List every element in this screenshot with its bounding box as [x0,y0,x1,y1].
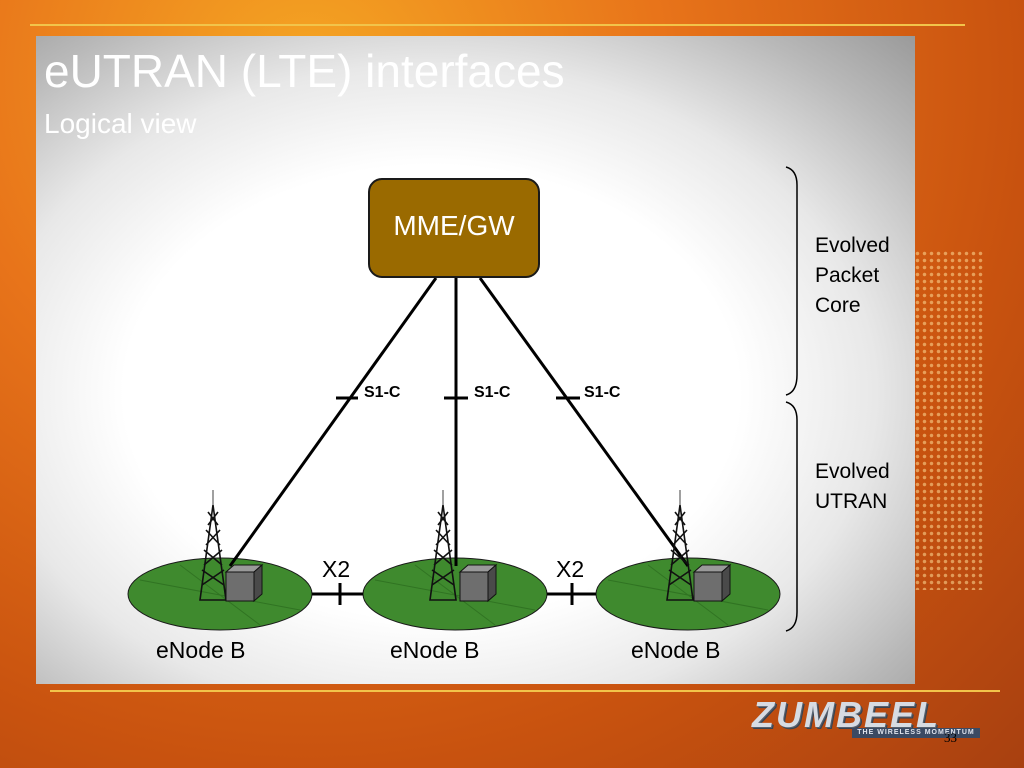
top-accent-line [30,24,965,26]
s1-label-3: S1-C [584,384,621,401]
base-station-box-1 [224,563,264,603]
label-line: UTRAN [815,490,888,513]
x2-label-2: X2 [556,556,585,582]
s1-label-2: S1-C [474,384,511,401]
s1-link-1 [228,277,438,567]
company-logo: ZUMBEEL THE WIRELESS MOMENTUM [752,694,982,740]
s1-label-1: S1-C [364,384,401,401]
label-evolved-packet-core: Evolved Packet Core [815,231,890,321]
bottom-accent-line [50,690,1000,692]
base-station-box-2 [458,563,498,603]
mme-gw-node: MME/GW [368,178,540,278]
slide-subtitle: Logical view [44,108,197,139]
label-line: Evolved [815,234,890,257]
decorative-dot-pattern [914,250,984,590]
s1-link-3 [478,277,690,567]
label-line: Core [815,294,861,317]
tower-icon-2 [429,490,457,601]
bracket-evolved-utran [785,401,798,632]
label-line: Evolved [815,460,890,483]
enode-label-3: eNode B [631,637,721,663]
tower-icon-1 [199,490,227,601]
enode-label-1: eNode B [156,637,246,663]
bracket-evolved-packet-core [785,166,798,396]
enode-label-2: eNode B [390,637,480,663]
logo-tagline: THE WIRELESS MOMENTUM [852,728,980,738]
base-station-box-3 [692,563,732,603]
enode-cell-1 [127,557,313,631]
label-line: Packet [815,264,880,287]
slide-title: eUTRAN (LTE) interfaces [44,45,565,97]
tower-icon-3 [666,490,694,601]
label-evolved-utran: Evolved UTRAN [815,457,890,517]
x2-label-1: X2 [322,556,351,582]
page-number: 33 [944,730,957,745]
